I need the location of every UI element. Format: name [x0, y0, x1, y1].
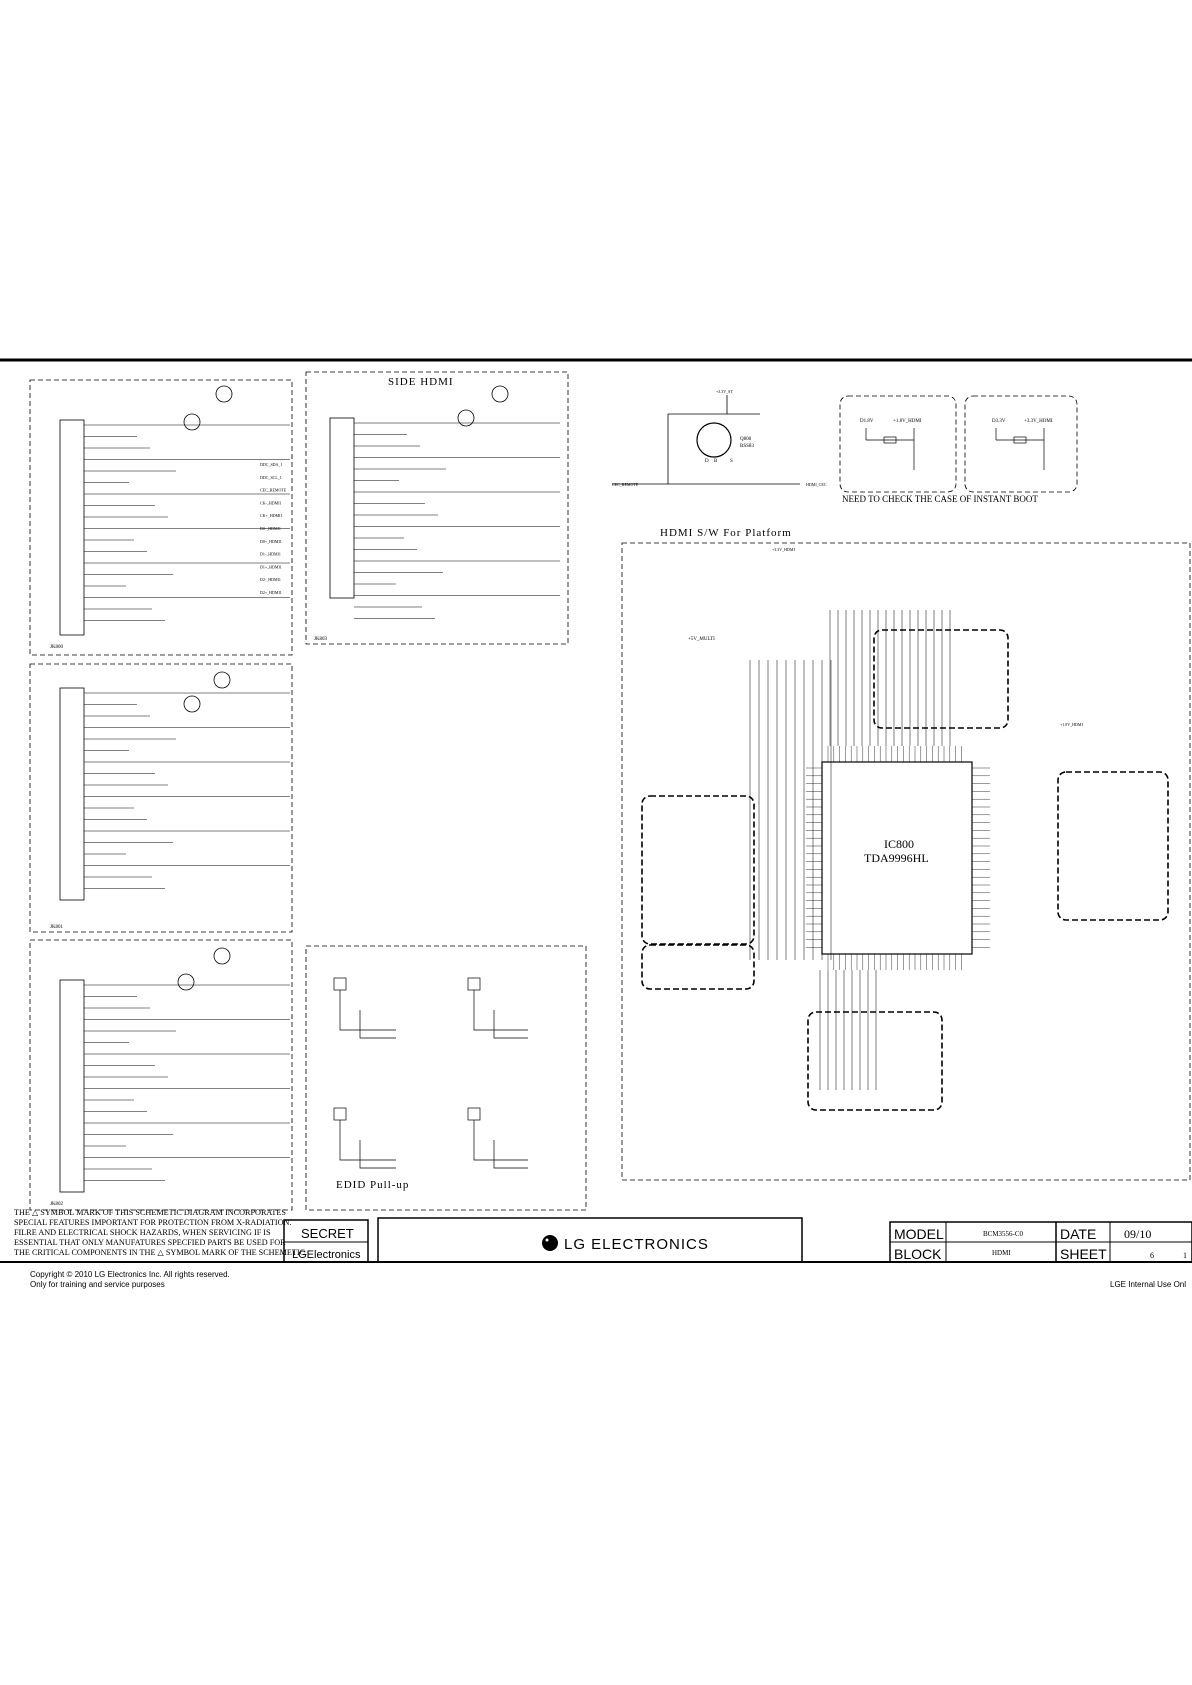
warning-line: SPECIAL FEATURES IMPORTANT FOR PROTECTIO… — [14, 1218, 291, 1227]
side-hdmi-title: SIDE HDMI — [388, 376, 454, 388]
connector-jk800 — [59, 419, 85, 636]
transistor-q5 — [213, 671, 231, 689]
transistor-q7 — [213, 947, 231, 965]
edid-ic-4 — [467, 1107, 481, 1121]
secret-label: SECRET — [301, 1226, 354, 1241]
q808-supply: +3.3V_ST — [716, 389, 733, 394]
power-18-left: D1.8V — [860, 419, 874, 424]
date-label: DATE — [1060, 1226, 1096, 1242]
jk801-label: JK801 — [50, 925, 64, 930]
ic800-part: TDA9996HL — [864, 851, 929, 865]
jk803-label: JK803 — [314, 637, 328, 642]
warning-line: THE △ SYMBOL MARK OF THIS SCHEMETIC DIAG… — [14, 1208, 286, 1217]
q808-pin-d: D — [705, 459, 709, 464]
hdmi-switch-title: HDMI S/W For Platform — [660, 527, 792, 539]
warning-line: ESSENTIAL THAT ONLY MANUFATURES SPECFIED… — [14, 1238, 286, 1247]
model-value: BCM3556-C0 — [983, 1230, 1024, 1238]
instant-boot-note: NEED TO CHECK THE CASE OF INSTANT BOOT — [842, 494, 1038, 504]
hdmi2-block — [29, 663, 293, 933]
edid-wires-4 — [473, 1120, 528, 1169]
copyright-text: Copyright © 2010 LG Electronics Inc. All… — [30, 1270, 230, 1279]
power-33-right: +3.3V_HDMI — [1024, 419, 1053, 424]
brand-box — [377, 1217, 803, 1263]
edid-pullup-block — [305, 945, 587, 1211]
hdmi-in-bottom-block — [807, 1011, 943, 1111]
hdmi-cec-label: HDMI_CEC — [806, 482, 827, 487]
edid-wires-3 — [339, 1120, 396, 1169]
date-value: 09/10 — [1124, 1227, 1151, 1241]
connector-signal-label: D1+_HDMI1 — [260, 564, 282, 569]
multi-supply-block — [641, 944, 755, 990]
connector-signal-label: D0+_HDMI1 — [260, 539, 282, 544]
sheet-value: 6 — [1150, 1251, 1154, 1260]
ferrite-18 — [883, 436, 897, 444]
q808-pin-b: B — [714, 459, 718, 464]
connector-signal-label: CK+_HDMI1 — [260, 513, 282, 518]
power-18-right: +1.8V_HDMI — [893, 419, 922, 424]
connector-jk802 — [59, 979, 85, 1193]
edid-ic-2 — [467, 977, 481, 991]
hdmi-in-right-block — [1057, 771, 1169, 921]
transistor-q1 — [215, 385, 233, 403]
model-label: MODEL — [894, 1226, 944, 1242]
secret-box — [283, 1219, 369, 1263]
connector-jk801 — [59, 687, 85, 901]
internal-use-text: LGE Internal Use Onl — [1110, 1280, 1187, 1289]
connector-signal-label: D2-_HDMI1 — [260, 577, 281, 582]
hdmi3-block — [29, 939, 293, 1211]
edid-ic-1 — [333, 977, 347, 991]
edid-pullup-title: EDID Pull-up — [336, 1179, 409, 1191]
hdmi18-label: +1.8V_HDMI — [1060, 722, 1083, 727]
lge-label: LGElectronics — [292, 1249, 361, 1261]
sheet-label: SHEET — [1060, 1246, 1107, 1262]
transistor-q8 — [177, 973, 195, 991]
multi-label: +5V_MULTI — [688, 637, 715, 642]
jk802-label: JK802 — [50, 1202, 64, 1207]
lg-brand-text: LG ELECTRONICS — [564, 1236, 709, 1253]
ferrite-33 — [1013, 436, 1027, 444]
cec-remote-label: CEC_REMOTE — [612, 482, 639, 487]
power-18-block — [839, 395, 957, 493]
q808-symbol — [696, 422, 732, 458]
q808-part: BSS83 — [740, 444, 754, 449]
transistor-q4 — [457, 409, 475, 427]
connector-signal-label: DDC_SCL_1 — [260, 475, 282, 480]
transistor-q3 — [491, 385, 509, 403]
connector-signal-label: D1-_HDMI1 — [260, 552, 281, 557]
hdmi1-block — [29, 379, 293, 656]
edid-wires-1 — [339, 990, 396, 1039]
hdmi-switch-block — [621, 542, 1191, 1181]
transistor-q2 — [183, 413, 201, 431]
side-hdmi-input-block — [873, 629, 1009, 729]
jk800-label: JK800 — [50, 645, 64, 650]
lg-logo — [542, 1235, 558, 1251]
connector-signal-label: CEC_REMOTE — [260, 488, 287, 493]
side-hdmi-block — [305, 371, 569, 645]
q808-ref: Q808 — [740, 437, 752, 442]
connector-signal-label: CK-_HDMI1 — [260, 500, 282, 505]
hdmi-in-left-block — [641, 795, 755, 945]
connector-signal-label: D2+_HDMI1 — [260, 590, 282, 595]
power-33-block — [964, 395, 1078, 493]
connector-jk803 — [329, 417, 355, 599]
power-33-left: D3.3V — [992, 419, 1006, 424]
sheet-total: 1 — [1183, 1251, 1187, 1260]
training-text: Only for training and service purposes — [30, 1280, 165, 1289]
connector-signal-label: DDC_SDA_1 — [260, 462, 282, 467]
hdmi33-label: +3.3V_HDMI — [772, 547, 795, 552]
ic800-ref: IC800 — [884, 837, 914, 851]
block-label: BLOCK — [894, 1246, 942, 1262]
connector-signal-label: D0-_HDMI1 — [260, 526, 281, 531]
warning-line: THE CRITICAL COMPONENTS IN THE △ SYMBOL … — [14, 1248, 307, 1257]
q808-pin-s: S — [730, 459, 733, 464]
warning-line: FILRE AND ELECTRICAL SHOCK HAZARDS, WHEN… — [14, 1228, 271, 1237]
transistor-q6 — [183, 695, 201, 713]
block-value: HDMI — [992, 1249, 1011, 1257]
edid-ic-3 — [333, 1107, 347, 1121]
edid-wires-2 — [473, 990, 528, 1039]
